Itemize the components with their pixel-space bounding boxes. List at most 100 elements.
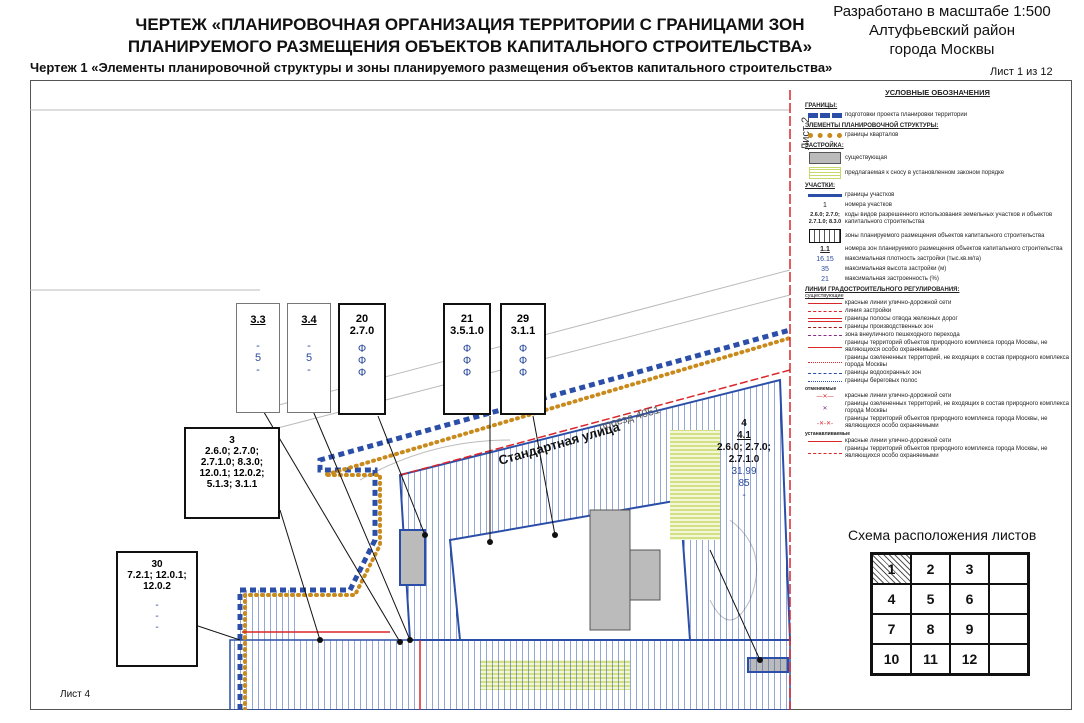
plot-box-3[interactable]: 3 2.6.0; 2.7.0; 2.7.1.0; 8.3.0; 12.0.1; …	[184, 427, 280, 519]
sheet-cell-11[interactable]: 11	[911, 644, 950, 674]
sheet-scheme-grid: 1 2 3 4 5 6 7 8 9 10 11 12	[870, 552, 1030, 676]
plot-box-pct: -	[307, 364, 311, 376]
legend-row: красные линии улично-дорожной сети	[805, 300, 1070, 307]
plot-box-pct: Ф	[357, 367, 367, 379]
legend-row: существующая	[805, 152, 1070, 164]
legend-row: границы участков	[805, 192, 1070, 199]
sheet-cell-empty	[989, 614, 1028, 644]
map-canvas[interactable]: Стандартная улица проезд 4051	[30, 80, 805, 710]
legend-text: коды видов разрешенного использования зе…	[845, 212, 1053, 225]
sheet-cell-empty	[989, 554, 1028, 584]
plot-box-3-4[interactable]: 3.4 - 5 -	[287, 303, 331, 413]
legend-row: границы озелененных территорий, не входя…	[805, 355, 1070, 369]
zone-4-label[interactable]: 4 4.1 2.6.0; 2.7.0; 2.7.1.0 31,99 85 -	[704, 418, 784, 502]
legend-subsection: отменяемые	[805, 386, 837, 392]
legend-row: границы кварталов	[805, 132, 1070, 139]
city-text: города Москвы	[889, 41, 995, 58]
project-boundary[interactable]	[237, 327, 791, 710]
sheet-cell-6[interactable]: 6	[950, 584, 989, 614]
legend-row: 2.6.0; 2.7.0; 2.7.1.0; 8.3.0 коды видов …	[805, 212, 1070, 226]
plot-box-height: Ф	[462, 355, 472, 367]
legend-panel: УСЛОВНЫЕ ОБОЗНАЧЕНИЯ ГРАНИЦЫ: подготовки…	[805, 82, 1070, 522]
plot-box-code: 3.1.1	[510, 325, 536, 337]
zone-codes: 2.7.1.0	[728, 454, 760, 465]
sheet-number: Лист 1 из 12	[990, 66, 1053, 78]
zone-hatch-left[interactable]	[240, 590, 300, 710]
blue-line-symbol	[805, 194, 845, 197]
sheet-bottom-label: Лист 4	[60, 689, 91, 700]
legend-text: существующая	[845, 154, 888, 161]
plot-box-3-3[interactable]: 3.3 - 5 -	[236, 303, 280, 413]
red-line-symbol	[805, 441, 845, 442]
plot-box-id: 20	[355, 313, 369, 325]
legend-section: ЛИНИИ ГРАДОСТРОИТЕЛЬНОГО РЕГУЛИРОВАНИЯ:	[805, 287, 960, 293]
zone-hatch-lower[interactable]	[229, 639, 791, 710]
legend-section: ЗАСТРОЙКА:	[805, 143, 844, 149]
sheet-cell-4[interactable]: 4	[872, 584, 911, 614]
plot-box-id: 3	[229, 435, 235, 446]
building-demolish-1	[670, 430, 720, 540]
plot-box-density: Ф	[462, 343, 472, 355]
zone-id: 4	[741, 418, 747, 429]
legend-row: линия застройки	[805, 308, 1070, 315]
plot-box-density: Ф	[357, 343, 367, 355]
legend-row: 35 максимальная высота застройки (м)	[805, 266, 1070, 273]
zone-height: 85	[738, 478, 750, 489]
plot-box-pct: Ф	[518, 367, 528, 379]
building-existing-3	[399, 529, 426, 586]
plot-box-id: 21	[460, 313, 474, 325]
zone-density: 31,99	[731, 466, 757, 477]
dashed-blue-symbol	[805, 113, 845, 118]
legend-row: границы полосы отвода железных дорог	[805, 316, 1070, 323]
shore-symbol	[805, 381, 845, 382]
sheet-cell-empty	[989, 584, 1028, 614]
legend-text: границы территорий объектов природного к…	[845, 416, 1048, 429]
zone-codes: 2.6.0; 2.7.0;	[717, 442, 771, 453]
sheet-cell-5[interactable]: 5	[911, 584, 950, 614]
codes-symbol: 2.6.0; 2.7.0; 2.7.1.0; 8.3.0	[808, 212, 842, 225]
plot-box-code: 7.2.1; 12.0.1;	[127, 570, 187, 581]
sheet-cell-8[interactable]: 8	[911, 614, 950, 644]
red-double-symbol	[805, 317, 845, 322]
legend-text: границы береговых полос	[845, 378, 918, 384]
plot-box-id: 3.3	[250, 314, 266, 326]
plot-box-id: 3.4	[301, 314, 317, 326]
sheet-cell-12[interactable]: 12	[950, 644, 989, 674]
plot-box-height: Ф	[357, 355, 367, 367]
purple-dashed-symbol	[805, 335, 845, 336]
plot-box-30[interactable]: 30 7.2.1; 12.0.1; 12.0.2 - - -	[116, 551, 198, 667]
legend-subsection: существующие	[805, 293, 844, 299]
green-dotted-symbol	[805, 361, 845, 363]
plot-box-density: -	[155, 600, 159, 611]
sheet-cell-9[interactable]: 9	[950, 614, 989, 644]
plot-box-id: 29	[516, 313, 530, 325]
leader-dots	[317, 532, 763, 663]
plot-box-20[interactable]: 20 2.7.0 Ф Ф Ф	[338, 303, 386, 415]
legend-text: границы участков	[845, 192, 895, 198]
legend-text: зона внеуличного пешеходного перехода	[845, 332, 960, 338]
legend-row: 1 номера участков	[805, 202, 1070, 209]
sheet-cell-1[interactable]: 1	[872, 554, 911, 584]
legend-text: номера участков	[845, 202, 892, 208]
plot-box-code: 2.7.1.0; 8.3.0;	[200, 457, 264, 468]
plot-box-height: 5	[305, 352, 313, 364]
sheet-cell-3[interactable]: 3	[950, 554, 989, 584]
legend-text: границы озелененных территорий, не входя…	[845, 401, 1070, 414]
sheet-cell-10[interactable]: 10	[872, 644, 911, 674]
legend-row: границы производственных зон	[805, 324, 1070, 331]
zone-pct: -	[742, 490, 746, 501]
legend-row: границы водоохранных зон	[805, 370, 1070, 377]
scale-block: Разработано в масштабе 1:500 Алтуфьевски…	[812, 2, 1072, 59]
green-line-symbol	[805, 346, 845, 348]
plot-box-21[interactable]: 21 3.5.1.0 Ф Ф Ф	[443, 303, 491, 415]
sheet-cell-2[interactable]: 2	[911, 554, 950, 584]
density-symbol: 16.15	[816, 256, 834, 263]
sheet-cell-empty	[989, 644, 1028, 674]
legend-text: красные линии улично-дорожной сети	[845, 300, 952, 306]
plot-box-29[interactable]: 29 3.1.1 Ф Ф Ф	[500, 303, 546, 415]
legend-row: границы территорий объектов природного к…	[805, 446, 1070, 460]
plot-box-density: -	[307, 340, 311, 352]
green-building-symbol	[805, 167, 845, 179]
sheet-cell-7[interactable]: 7	[872, 614, 911, 644]
quarter-boundary[interactable]	[243, 336, 792, 710]
